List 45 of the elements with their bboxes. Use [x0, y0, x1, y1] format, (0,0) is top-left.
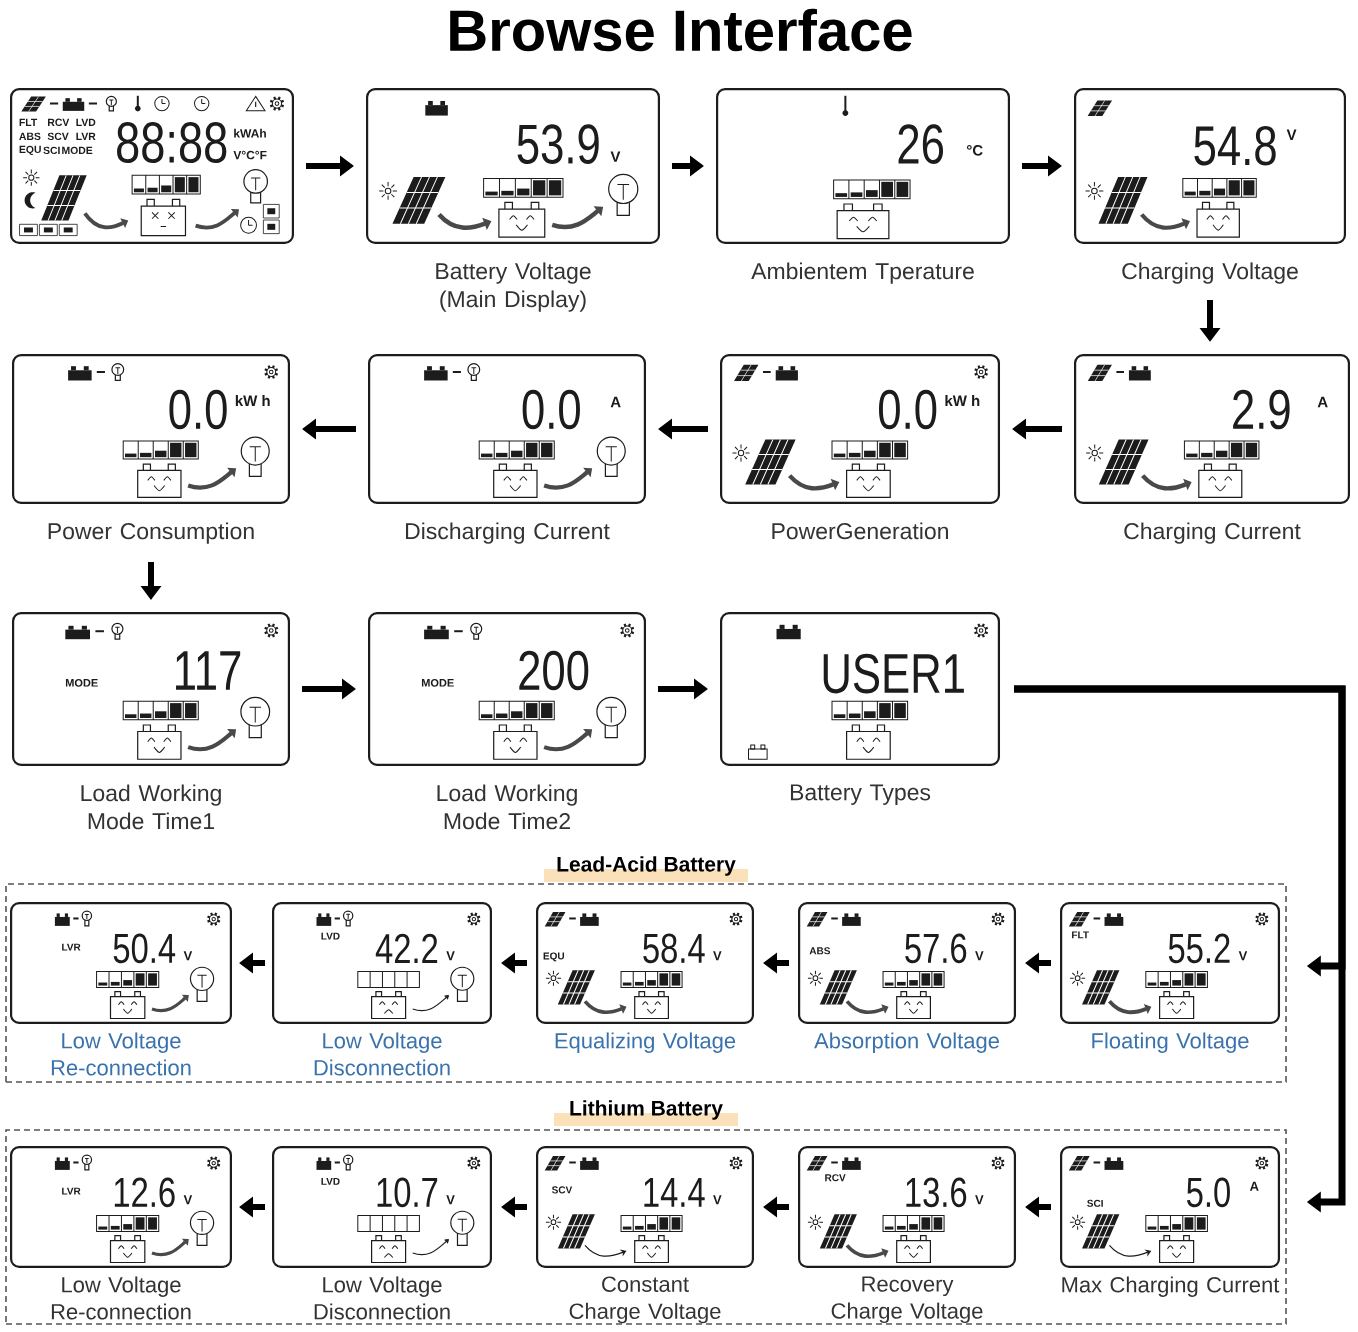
digit-readout: 2.9	[1233, 389, 1290, 430]
digit-readout: 55.2	[1168, 933, 1230, 964]
node-label: Load Working Mode Time1	[81, 784, 221, 830]
digit-readout: 53.9	[517, 124, 599, 164]
digit-readout: 50.4	[113, 933, 176, 964]
digit-readout: 0.0	[522, 389, 580, 430]
node-label: Battery Voltage (Main Display)	[436, 262, 591, 312]
digit-readout: 54.8	[1194, 125, 1276, 166]
digit-readout: USER1	[823, 653, 964, 694]
node-label: Recovery Charge Voltage	[831, 1276, 983, 1324]
digit-readout: 13.6	[906, 1177, 967, 1208]
node-label: Power Consumption	[48, 522, 254, 544]
node-label: Floating Voltage	[1092, 1032, 1249, 1053]
node-label: Charging Current	[1124, 522, 1301, 544]
title: Browse Interface	[450, 8, 912, 52]
digit-readout: 42.2	[375, 933, 438, 963]
digit-readout: 0.0	[879, 389, 937, 430]
group-title: Lead-Acid Battery	[544, 856, 748, 882]
node-label: Constant Charge Voltage	[569, 1276, 721, 1324]
digit-readout: 0.0	[169, 389, 227, 430]
node-label: Discharging Current	[406, 522, 610, 544]
node-label: Charging Voltage	[1122, 262, 1298, 284]
node-label: Low Voltage Disconnection	[314, 1032, 450, 1076]
arrow	[1014, 685, 1346, 1213]
digit-readout: 10.7	[377, 1177, 438, 1208]
node-label: Equalizing Voltage	[555, 1032, 736, 1053]
digit-readout: 200	[519, 650, 589, 691]
digit-readout: 5.0	[1187, 1177, 1230, 1208]
digit-readout: 14.4	[644, 1177, 705, 1207]
node-label: Low Voltage Re-connection	[51, 1032, 191, 1076]
node-label: Absorption Voltage	[814, 1032, 999, 1053]
node-label: Ambientem Tperature	[751, 262, 974, 284]
node-label: Low Voltage Re-connection	[51, 1276, 191, 1320]
node-label: Load Working Mode Time2	[437, 784, 577, 830]
node-label: PowerGeneration	[772, 522, 948, 540]
digit-readout: 12.6	[114, 1177, 175, 1208]
digit-readout: 57.6	[905, 933, 967, 964]
digit-readout: 117	[176, 651, 241, 690]
digit-readout: 26	[898, 124, 944, 164]
node-label: Max Charging Current	[1062, 1276, 1280, 1297]
node-label: Battery Types	[790, 784, 931, 805]
group-title: Lithium Battery	[554, 1100, 738, 1126]
node-label: Low Voltage Disconnection	[314, 1276, 450, 1320]
digit-readout: 58.4	[643, 933, 705, 964]
digit-readout: 88:88	[117, 122, 227, 164]
